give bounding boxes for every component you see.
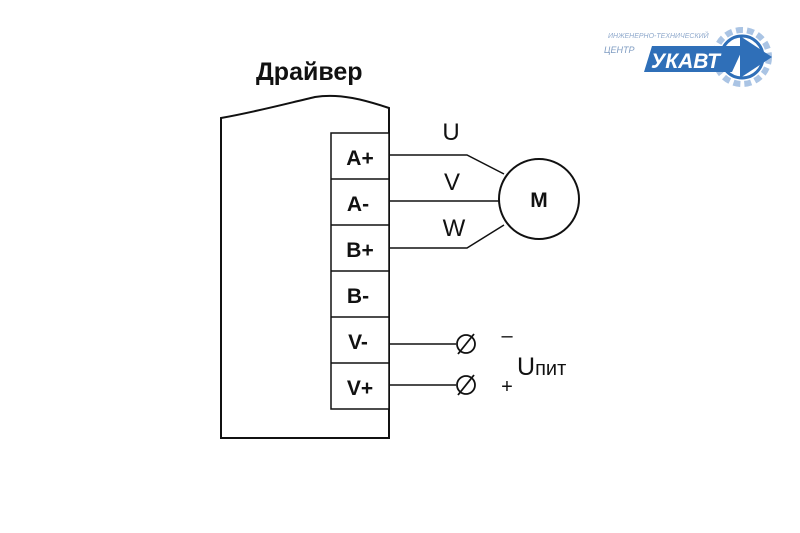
terminal-label-b-minus: B- <box>347 285 369 308</box>
supply-label-sub: пит <box>535 358 566 380</box>
terminal-label-v-plus: V+ <box>347 377 373 400</box>
logo-left-text: ЦЕНТР <box>604 45 635 55</box>
terminal-label-a-plus: A+ <box>346 147 373 170</box>
supply-label: Uпит <box>517 353 566 381</box>
company-logo: ИНЖЕНЕРНО-ТЕХНИЧЕСКИЙ ЦЕНТР УКАВТ <box>604 27 772 87</box>
diagram-title: Драйвер <box>256 58 363 86</box>
supply-label-main: U <box>517 353 535 381</box>
supply-plus-sign: + <box>501 376 513 398</box>
motor-wires <box>389 154 505 249</box>
logo-brand-text: УКАВТ <box>651 50 722 73</box>
supply-terminal-minus <box>456 333 476 355</box>
wire-u <box>389 154 505 175</box>
logo-top-text: ИНЖЕНЕРНО-ТЕХНИЧЕСКИЙ <box>608 31 710 40</box>
terminal-label-b-plus: B+ <box>346 239 373 262</box>
supply-minus-sign: – <box>501 325 513 347</box>
phase-label-u: U <box>442 119 459 146</box>
motor-circle <box>498 158 580 240</box>
phase-label-w: W <box>443 215 466 242</box>
terminal-label-a-minus: A- <box>347 193 369 216</box>
wire-w <box>389 224 505 249</box>
terminal-block: A+ A- B+ B- V- V+ <box>330 132 390 410</box>
motor-label: M <box>530 189 548 212</box>
terminal-label-v-minus: V- <box>348 331 368 354</box>
supply-terminal-plus <box>456 374 476 396</box>
supply-wires <box>389 343 456 386</box>
logo-brand-plate <box>644 46 744 72</box>
phase-label-v: V <box>444 169 460 196</box>
